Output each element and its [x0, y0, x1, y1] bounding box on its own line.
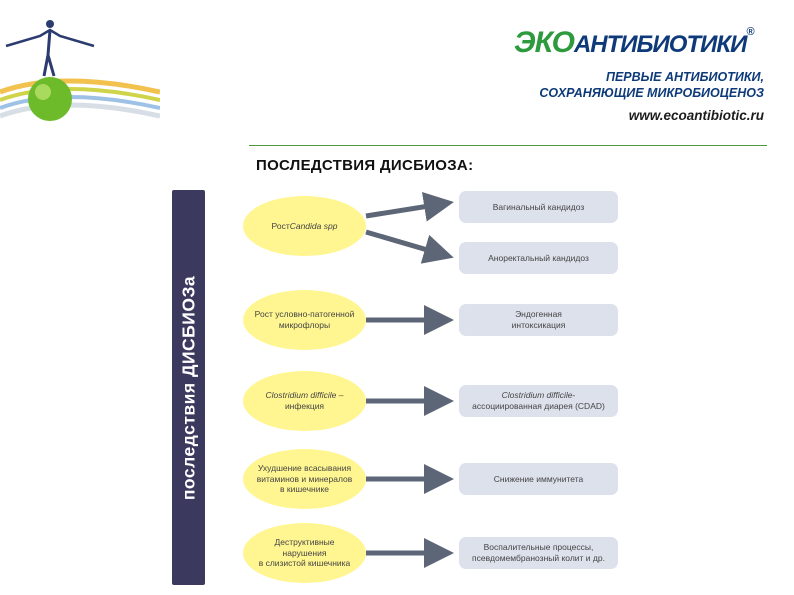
brand-url[interactable]: www.ecoantibiotic.ru — [628, 108, 764, 123]
cause-text: Рост — [271, 220, 290, 231]
cause-absorption: Ухудшение всасывания витаминов и минерал… — [243, 449, 366, 509]
cause-text: Ухудшение всасывания витаминов и минерал… — [256, 463, 353, 495]
effect-intoxication: Эндогенная интоксикация — [459, 304, 618, 336]
cause-destructive: Деструктивные нарушения в слизистой кише… — [243, 523, 366, 583]
cause-italic: Clostridium difficile — [265, 390, 337, 401]
effect-text: Вагинальный кандидоз — [492, 201, 585, 212]
arrow-right-icon — [365, 191, 454, 222]
balancing-figure-logo-icon — [0, 20, 160, 121]
cause-text: Деструктивные нарушения в слизистой кише… — [258, 537, 351, 569]
effect-italic: Clostridium difficile — [501, 390, 573, 401]
cause-text: Рост условно-патогенной микрофлоры — [254, 309, 355, 330]
brand-name-part1: ЭКО — [514, 26, 575, 59]
effect-text: - ассоциированная диарея (CDAD) — [472, 390, 605, 411]
brand-tagline-line2: СОХРАНЯЮЩИЕ МИКРОБИОЦЕНОЗ — [539, 86, 764, 100]
header-divider — [249, 145, 767, 146]
brand-name-part2: АНТИБИОТИКИ — [573, 31, 747, 58]
effect-immunity: Снижение иммунитета — [459, 463, 618, 495]
effect-text: Аноректальный кандидоз — [488, 252, 589, 263]
brand-name: ЭКОАНТИБИОТИКИ® — [514, 26, 755, 60]
cause-clostridium: Clostridium difficile – инфекция — [243, 371, 366, 431]
effect-text: Снижение иммунитета — [493, 473, 584, 484]
brand-tagline-line1: ПЕРВЫЕ АНТИБИОТИКИ, — [605, 70, 764, 84]
side-label: последствия ДИСБИОЗа — [172, 190, 205, 585]
effect-text: Воспалительные процессы, псевдомембраноз… — [472, 542, 605, 563]
effect-anorectal-candidiasis: Аноректальный кандидоз — [459, 242, 618, 274]
effect-inflammation: Воспалительные процессы, псевдомембраноз… — [459, 537, 618, 569]
effect-vaginal-candidiasis: Вагинальный кандидоз — [459, 191, 618, 223]
effect-cdad: Clostridium difficile- ассоциированная д… — [459, 385, 618, 417]
arrow-right-icon — [365, 229, 454, 264]
cause-opportunistic-flora: Рост условно-патогенной микрофлоры — [243, 290, 366, 350]
cause-suffix: – инфекция — [284, 390, 344, 411]
effect-text: Эндогенная интоксикация — [511, 309, 566, 330]
page-title: ПОСЛЕДСТВИЯ ДИСБИОЗА: — [256, 157, 474, 174]
brand-tm: ® — [746, 26, 754, 38]
cause-candida: Рост Candida spp — [243, 196, 366, 256]
cause-italic: Candida spp — [289, 220, 338, 231]
